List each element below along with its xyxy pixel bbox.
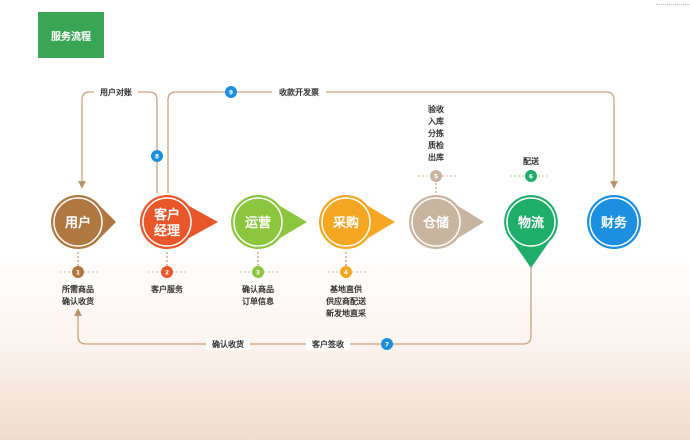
step-5-line-4: 质检 xyxy=(428,140,444,150)
node-label-manager-2: 经理 xyxy=(154,223,180,239)
step-badge-4: 4 xyxy=(340,266,352,278)
node-purchasing: 采购 xyxy=(319,194,395,250)
node-label-purchasing: 采购 xyxy=(332,215,359,231)
step-1-line-1: 所需商品 xyxy=(61,284,94,294)
step-badge-1: 1 xyxy=(72,266,84,278)
step-5-line-2: 入库 xyxy=(427,116,444,126)
node-label-manager-1: 客户 xyxy=(154,207,180,223)
step-4-line-3: 新发地直采 xyxy=(326,308,367,318)
node-logistics: 物流 xyxy=(504,195,558,268)
step-4-line-1: 基地直供 xyxy=(329,284,362,294)
step-badge-2: 2 xyxy=(161,266,173,278)
svg-text:3: 3 xyxy=(256,270,260,277)
svg-text:7: 7 xyxy=(385,342,389,349)
svg-text:6: 6 xyxy=(529,174,533,181)
step-badge-7: 7 xyxy=(381,338,393,350)
svg-text:2: 2 xyxy=(165,270,169,277)
flow-line-invoice xyxy=(167,91,618,193)
svg-text:4: 4 xyxy=(344,270,348,277)
corner-mark xyxy=(656,0,690,5)
step-6-line-1: 配送 xyxy=(523,156,540,166)
svg-text:5: 5 xyxy=(434,174,438,181)
flow-label-confirm-receipt: 确认收货 xyxy=(212,339,244,349)
step-1-line-2: 确认收货 xyxy=(62,296,94,306)
node-label-operations: 运营 xyxy=(245,215,271,231)
node-operations: 运营 xyxy=(231,194,307,250)
node-label-user: 用户 xyxy=(64,215,91,231)
step-5-line-5: 出库 xyxy=(428,152,444,162)
step-3-line-1: 确认商品 xyxy=(242,284,274,294)
step-5-line-1: 验收 xyxy=(428,104,444,114)
svg-text:8: 8 xyxy=(155,154,159,161)
step-badge-8: 8 xyxy=(151,150,163,162)
step-2-line-1: 客户服务 xyxy=(150,284,184,294)
node-label-warehouse: 仓储 xyxy=(422,215,449,231)
step-4-line-2: 供应商配送 xyxy=(325,296,367,306)
node-finance: 财务 xyxy=(587,195,641,249)
node-label-logistics: 物流 xyxy=(518,215,544,231)
flow-label-invoice: 收款开发票 xyxy=(279,87,319,97)
step-badge-5: 5 xyxy=(430,170,442,182)
page-title: 服务流程 xyxy=(38,12,104,58)
node-label-finance: 财务 xyxy=(601,215,628,231)
step-badge-6: 6 xyxy=(525,170,537,182)
flow-label-reconcile: 用户对账 xyxy=(99,87,132,97)
node-warehouse: 仓储 xyxy=(409,194,484,250)
svg-text:1: 1 xyxy=(76,270,80,277)
flow-label-customer-sign: 客户签收 xyxy=(311,339,344,349)
flow-line-return xyxy=(74,266,532,345)
step-5-line-3: 分拣 xyxy=(428,128,444,138)
step-3-line-2: 订单信息 xyxy=(242,296,274,306)
flow-line-reconcile xyxy=(78,91,158,193)
node-user: 用户 xyxy=(51,194,116,250)
step-badge-9: 9 xyxy=(225,86,237,98)
step-badge-3: 3 xyxy=(252,266,264,278)
svg-text:9: 9 xyxy=(229,90,233,97)
node-account-manager: 客户 经理 xyxy=(140,194,218,250)
